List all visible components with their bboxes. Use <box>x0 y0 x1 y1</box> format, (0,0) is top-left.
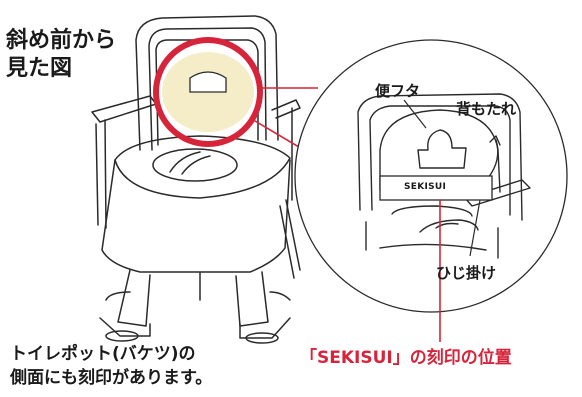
view-heading-line2: 見た図 <box>6 56 73 81</box>
armrest-pointer <box>469 199 481 257</box>
lid-pointer <box>403 99 427 129</box>
armrest-label: ひじ掛け <box>436 264 497 282</box>
backrest-label: 背もたれ <box>456 100 517 118</box>
zoomed-chair <box>357 93 531 259</box>
view-heading-line1: 斜め前から <box>6 28 117 53</box>
focus-circle <box>153 37 263 147</box>
portable-toilet-chair <box>91 15 301 344</box>
lid-handle <box>189 71 227 93</box>
engraving-position-caption: 「SEKISUI」の刻印の位置 <box>300 348 512 368</box>
lid-label: 便フタ <box>375 82 421 100</box>
bucket-caption-line1: トイレポット(バケツ)の <box>10 344 196 364</box>
engraving-label: SEKISUI <box>404 182 447 192</box>
engraving-band <box>379 175 493 201</box>
bucket-caption-line2: 側面にも刻印があります。 <box>10 368 213 388</box>
